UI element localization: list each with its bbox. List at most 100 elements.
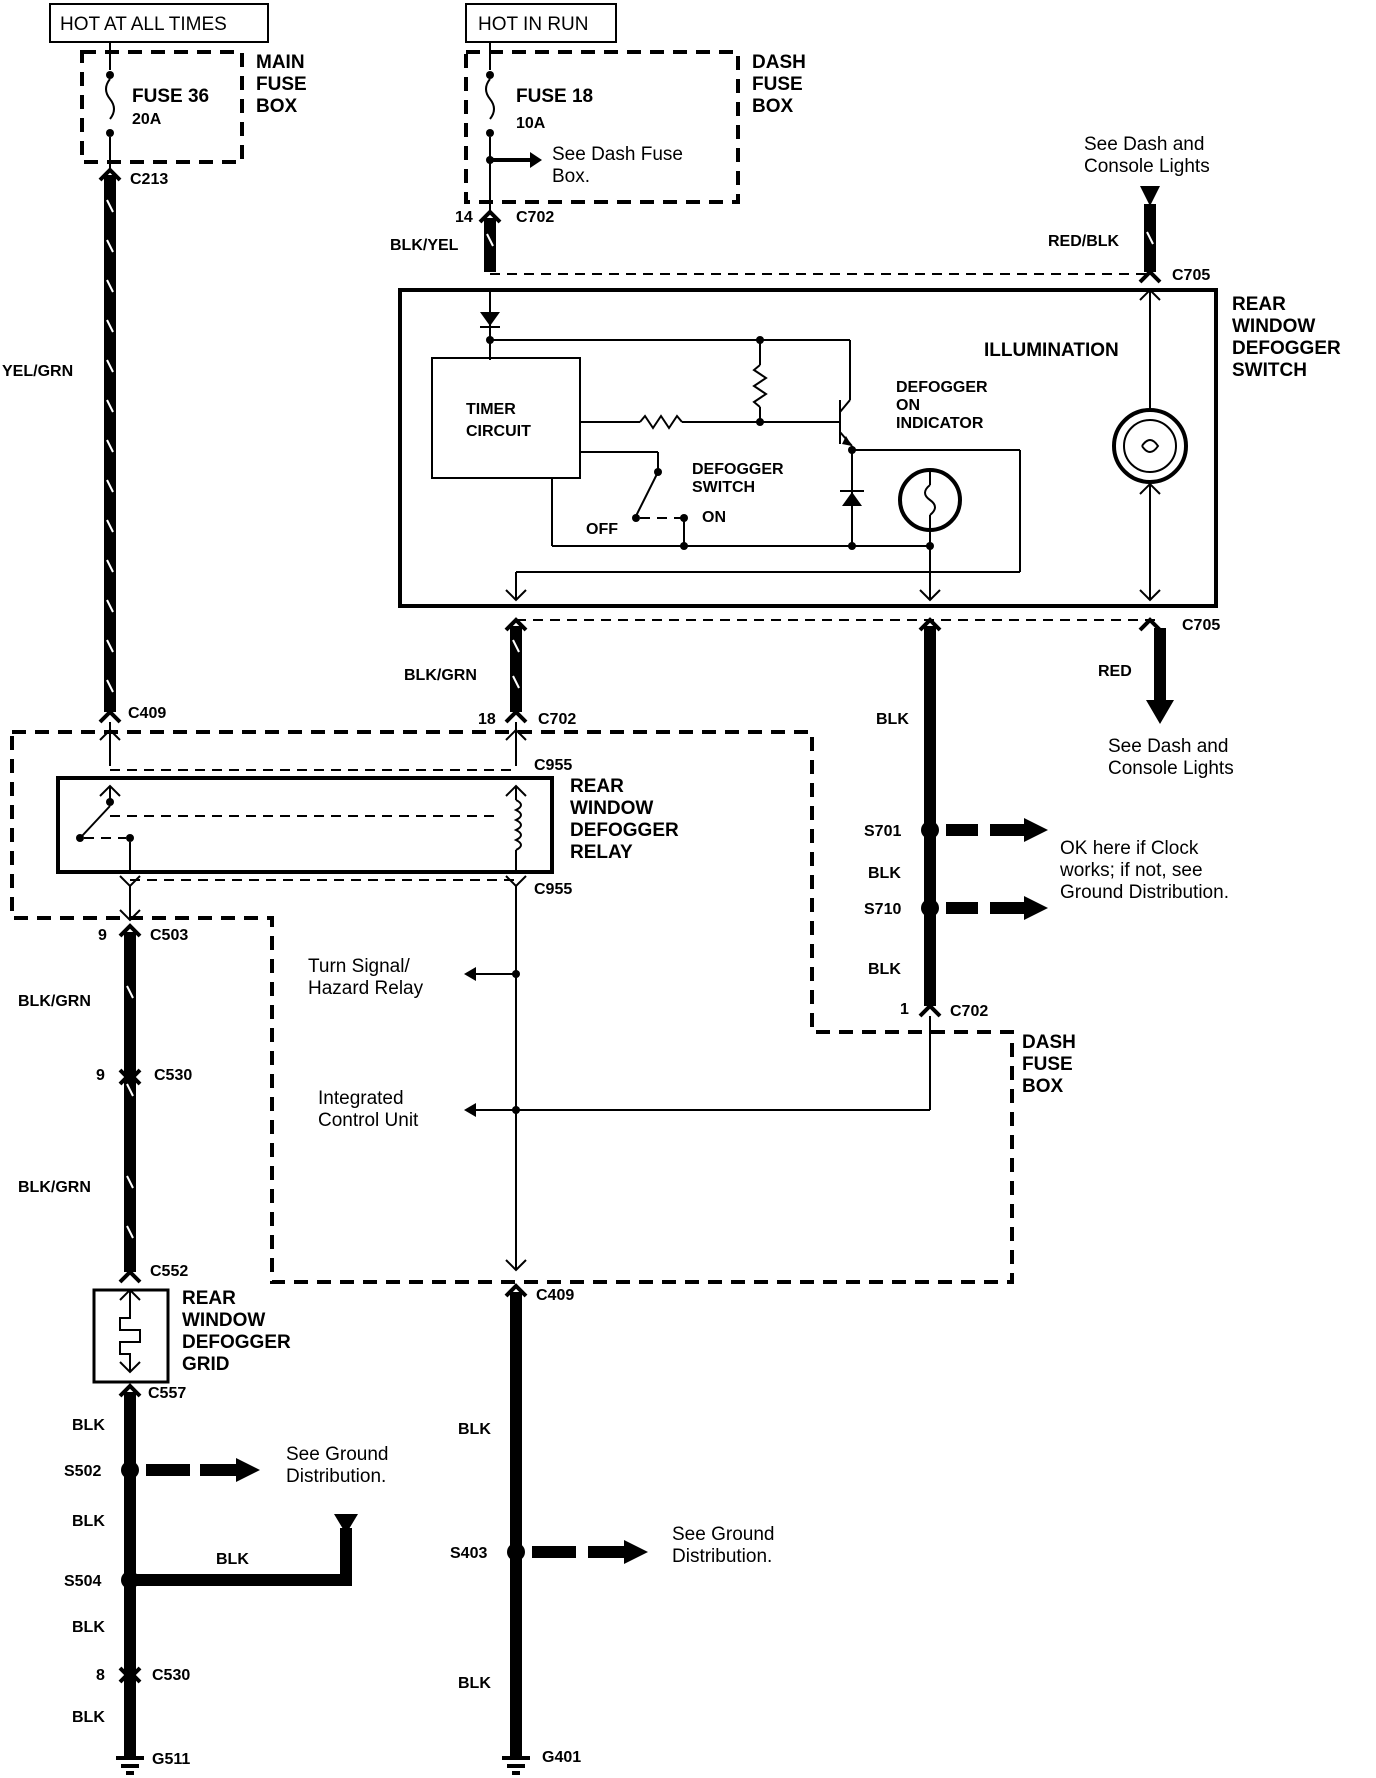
dash-fuse-box-line1: DASH bbox=[752, 52, 806, 73]
timer-line1: TIMER bbox=[466, 401, 516, 418]
ok-clock-line2: works; if not, see bbox=[1059, 860, 1203, 881]
fuse-18-label: FUSE 18 bbox=[516, 86, 593, 107]
dash-fuse-box-outline bbox=[464, 50, 740, 204]
ground-g401-icon bbox=[502, 1756, 530, 1775]
relay-contact bbox=[81, 805, 111, 837]
connector-c702-bottom: C702 bbox=[950, 1003, 988, 1020]
wire-label-blk-grn-3: BLK/GRN bbox=[18, 1179, 91, 1196]
fuse-18-icon bbox=[485, 78, 495, 120]
wire-label-red-blk: RED/BLK bbox=[1048, 233, 1120, 250]
ok-clock-line3: Ground Distribution. bbox=[1060, 882, 1229, 903]
see-dash-console-bottom-line2: Console Lights bbox=[1108, 758, 1234, 779]
defogger-switch-label-line1: DEFOGGER bbox=[692, 461, 784, 478]
splice-s701 bbox=[921, 821, 939, 839]
pin-1: 1 bbox=[900, 1001, 909, 1018]
timer-circuit-box bbox=[431, 357, 581, 479]
switch-title-line3: DEFOGGER bbox=[1232, 338, 1341, 359]
ground-g511-icon bbox=[116, 1756, 144, 1775]
wire-label-blk-4: BLK bbox=[72, 1417, 105, 1434]
see-dash-fuse-line1: See Dash Fuse bbox=[552, 144, 683, 165]
timer-line2: CIRCUIT bbox=[466, 423, 531, 440]
wire-label-blk-grn-1: BLK/GRN bbox=[404, 667, 477, 684]
connector-c530-bottom: C530 bbox=[152, 1667, 190, 1684]
wire-label-blk-3: BLK bbox=[868, 961, 901, 978]
relay-coil-icon bbox=[513, 799, 522, 851]
pin-9-c530: 9 bbox=[96, 1067, 105, 1084]
indicator-label-line1: DEFOGGER bbox=[896, 379, 988, 396]
splice-label-s502: S502 bbox=[64, 1463, 101, 1480]
switch-on-label: ON bbox=[702, 509, 726, 526]
dash-fuse-box-line3: BOX bbox=[752, 96, 794, 117]
defogger-switch-label-line2: SWITCH bbox=[692, 479, 755, 496]
switch-title-line4: SWITCH bbox=[1232, 360, 1307, 381]
connector-c702-top: C702 bbox=[516, 209, 554, 226]
wire-label-blk-5: BLK bbox=[72, 1513, 105, 1530]
hot-at-all-times-box bbox=[49, 3, 269, 43]
dash-fuse-box-lower-line3: BOX bbox=[1022, 1076, 1064, 1097]
connector-c557: C557 bbox=[148, 1385, 186, 1402]
main-fuse-box-line1: MAIN bbox=[256, 52, 305, 73]
dash-fuse-box-lower-outline bbox=[10, 730, 1014, 1284]
switch-title-line1: REAR bbox=[1232, 294, 1286, 315]
wire-label-blk-yel: BLK/YEL bbox=[390, 237, 459, 254]
splice-label-s701: S701 bbox=[864, 823, 901, 840]
defogger-relay-box bbox=[56, 776, 554, 874]
defogger-switch-box bbox=[398, 288, 1218, 608]
wire-label-blk-grn-2: BLK/GRN bbox=[18, 993, 91, 1010]
pin-18: 18 bbox=[478, 711, 496, 728]
switch-off-label: OFF bbox=[586, 521, 618, 538]
relay-title-line4: RELAY bbox=[570, 842, 633, 863]
indicator-label-line2: ON bbox=[896, 397, 920, 414]
fuse-36-label: FUSE 36 bbox=[132, 86, 209, 107]
wire-label-blk-9: BLK bbox=[458, 1421, 491, 1438]
splice-s502 bbox=[121, 1461, 139, 1479]
pin-14: 14 bbox=[455, 209, 473, 226]
see-ground-2-line2: Distribution. bbox=[672, 1546, 772, 1567]
wire-label-blk-8: BLK bbox=[72, 1709, 105, 1726]
fuse-36-icon bbox=[105, 78, 115, 120]
resistor-vertical-icon bbox=[752, 364, 768, 408]
wire-label-blk-1: BLK bbox=[876, 711, 909, 728]
relay-title-line1: REAR bbox=[570, 776, 624, 797]
see-dash-console-top-line2: Console Lights bbox=[1084, 156, 1210, 177]
grid-element-icon bbox=[119, 1310, 141, 1372]
hot-in-run-box bbox=[465, 3, 617, 43]
connector-c503: C503 bbox=[150, 927, 188, 944]
connector-c955-bottom: C955 bbox=[534, 881, 572, 898]
see-dash-fuse-line2: Box. bbox=[552, 166, 590, 187]
pin-9-c503: 9 bbox=[98, 927, 107, 944]
splice-s403 bbox=[507, 1543, 525, 1561]
main-fuse-box-line3: BOX bbox=[256, 96, 298, 117]
defogger-switch-blade[interactable] bbox=[635, 471, 659, 517]
fuse-18-rating: 10A bbox=[516, 115, 546, 132]
dash-fuse-box-lower-line2: FUSE bbox=[1022, 1054, 1073, 1075]
connector-c552: C552 bbox=[150, 1263, 188, 1280]
connector-c213: C213 bbox=[130, 171, 168, 188]
splice-label-s403: S403 bbox=[450, 1545, 487, 1562]
dash-fuse-box-lower-line1: DASH bbox=[1022, 1032, 1076, 1053]
connector-c705-bottom: C705 bbox=[1182, 617, 1220, 634]
relay-title-line3: DEFOGGER bbox=[570, 820, 679, 841]
splice-s710 bbox=[921, 899, 939, 917]
illumination-label: ILLUMINATION bbox=[984, 340, 1119, 361]
grid-title-line1: REAR bbox=[182, 1288, 236, 1309]
splice-s504 bbox=[121, 1571, 139, 1589]
see-ground-1-line1: See Ground bbox=[286, 1444, 388, 1465]
pin-8: 8 bbox=[96, 1667, 105, 1684]
grid-title-line3: DEFOGGER bbox=[182, 1332, 291, 1353]
hot-at-all-times-label: HOT AT ALL TIMES bbox=[60, 14, 227, 35]
see-ground-2-line1: See Ground bbox=[672, 1524, 774, 1545]
see-ground-1-line2: Distribution. bbox=[286, 1466, 386, 1487]
ground-g511: G511 bbox=[152, 1751, 190, 1768]
turn-signal-line1: Turn Signal/ bbox=[308, 956, 410, 977]
dash-fuse-box-line2: FUSE bbox=[752, 74, 803, 95]
icu-line2: Control Unit bbox=[318, 1110, 419, 1131]
icu-line1: Integrated bbox=[318, 1088, 404, 1109]
grid-title-line4: GRID bbox=[182, 1354, 230, 1375]
wire-label-blk-6: BLK bbox=[216, 1551, 249, 1568]
connector-c409-bottom: C409 bbox=[536, 1287, 574, 1304]
fuse-36-rating: 20A bbox=[132, 111, 162, 128]
diode-icon bbox=[480, 312, 500, 326]
turn-signal-line2: Hazard Relay bbox=[308, 978, 424, 999]
